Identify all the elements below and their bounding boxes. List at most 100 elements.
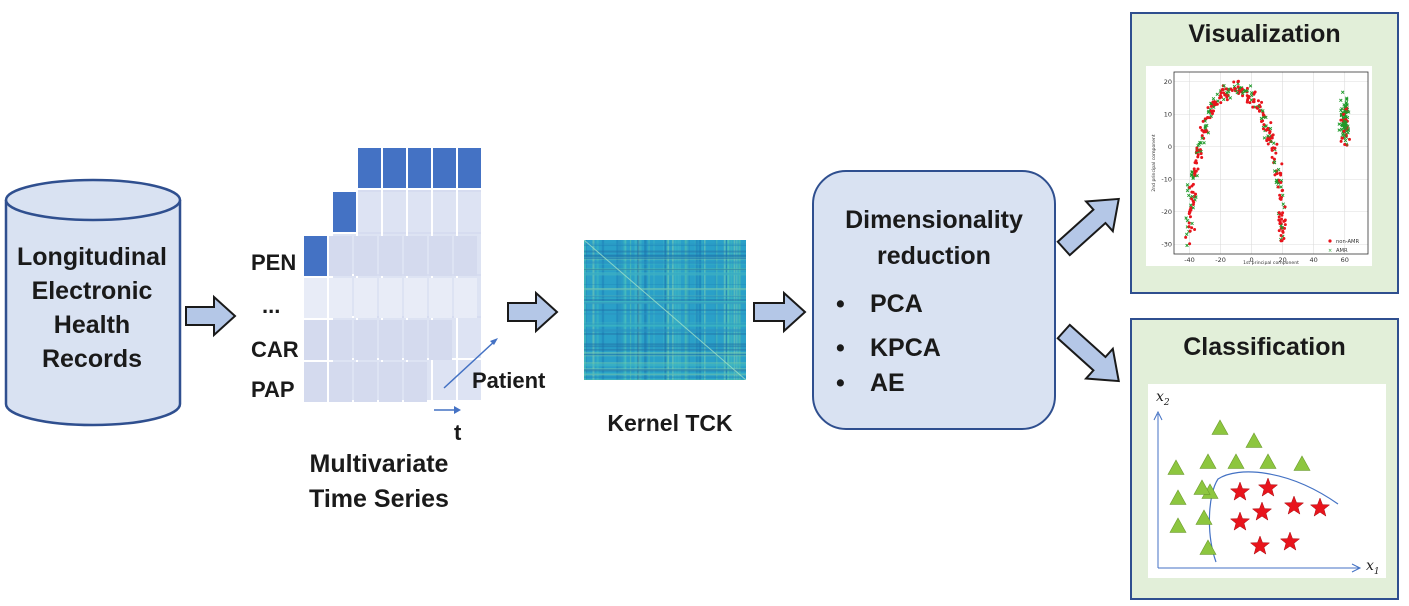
heatmap-stripe bbox=[584, 299, 746, 301]
scatter-point-non-amr bbox=[1270, 155, 1274, 159]
arrow-to-classification bbox=[1056, 323, 1120, 383]
grid-cell bbox=[354, 320, 377, 360]
heatmap-stripe bbox=[584, 369, 746, 372]
x-tick-label: 60 bbox=[1341, 256, 1349, 264]
scatter-point-amr bbox=[1206, 131, 1211, 135]
grid-cell bbox=[383, 192, 406, 232]
scatter-point-amr bbox=[1343, 104, 1347, 108]
scatter-point-amr bbox=[1222, 83, 1226, 88]
heatmap-stripe bbox=[584, 258, 746, 260]
scatter-point-amr bbox=[1185, 243, 1189, 248]
scatter-point-amr bbox=[1268, 126, 1273, 131]
method-label: PCA bbox=[870, 290, 923, 318]
grid-cell bbox=[454, 278, 477, 318]
heatmap-stripe bbox=[584, 333, 746, 335]
scatter-point-non-amr bbox=[1187, 225, 1191, 229]
grid-cell bbox=[408, 192, 431, 232]
scatter-point-non-amr bbox=[1277, 215, 1281, 219]
scatter-point-amr bbox=[1202, 141, 1206, 145]
heatmap-stripe bbox=[584, 272, 746, 275]
method-item-pca: • PCA bbox=[836, 290, 923, 319]
scatter-point-non-amr bbox=[1191, 182, 1195, 186]
arrow-to-visualization bbox=[1056, 197, 1120, 257]
scatter-point-non-amr bbox=[1277, 229, 1281, 233]
scatter-point-amr bbox=[1344, 96, 1349, 100]
grid-cell bbox=[354, 362, 377, 402]
heatmap-stripe bbox=[584, 243, 746, 245]
scatter-point-non-amr bbox=[1339, 139, 1343, 143]
scatter-point-non-amr bbox=[1279, 239, 1283, 243]
scatter-point-non-amr bbox=[1210, 112, 1214, 116]
grid-cell bbox=[304, 362, 327, 402]
legend-non-amr: non-AMR bbox=[1336, 239, 1360, 245]
scatter-point-amr bbox=[1344, 124, 1349, 128]
scatter-point-non-amr bbox=[1201, 119, 1205, 123]
scatter-point-non-amr bbox=[1279, 233, 1283, 237]
grid-cell bbox=[404, 236, 427, 276]
heatmap-stripe bbox=[584, 362, 746, 364]
scatter-point-non-amr bbox=[1245, 86, 1249, 90]
classification-plot: x2 x1 bbox=[1153, 389, 1380, 577]
grid-cell bbox=[433, 148, 456, 188]
scatter-point-non-amr bbox=[1283, 226, 1287, 230]
heatmap-stripe bbox=[584, 343, 746, 346]
scatter-point-non-amr bbox=[1280, 162, 1284, 166]
grid-cell bbox=[404, 278, 427, 318]
grid-cell bbox=[329, 362, 352, 402]
scatter-point-non-amr bbox=[1209, 109, 1213, 113]
heatmap-stripe bbox=[584, 261, 746, 264]
grid-cell bbox=[379, 236, 402, 276]
scatter-point-non-amr bbox=[1251, 100, 1255, 104]
grid-cell bbox=[354, 278, 377, 318]
grid-cell bbox=[429, 236, 452, 276]
scatter-point-amr bbox=[1199, 141, 1203, 145]
grid-cell bbox=[304, 278, 327, 318]
heatmap-stripe bbox=[584, 245, 746, 247]
scatter-point-amr bbox=[1200, 136, 1204, 140]
heatmap-stripe bbox=[584, 313, 746, 315]
scatter-point-amr bbox=[1195, 173, 1199, 178]
scatter-point-non-amr bbox=[1281, 211, 1285, 215]
y-tick-label: 0 bbox=[1168, 143, 1172, 151]
class-triangle bbox=[1169, 517, 1187, 533]
scatter-point-non-amr bbox=[1190, 197, 1194, 201]
flow-arrow-2 bbox=[507, 290, 559, 334]
x-axis-label: 1st principal component bbox=[1243, 260, 1299, 266]
heatmap-stripe bbox=[584, 254, 746, 257]
heatmap-stripe bbox=[584, 372, 746, 375]
scatter-point-amr bbox=[1228, 96, 1233, 100]
class-star bbox=[1257, 477, 1279, 497]
class-triangle bbox=[1227, 453, 1245, 469]
scatter-point-non-amr bbox=[1342, 112, 1346, 116]
ehr-label: Longitudinal Electronic Health Records bbox=[17, 243, 167, 373]
class-star bbox=[1251, 501, 1273, 521]
axis-arrows bbox=[434, 338, 498, 414]
scatter-point-non-amr bbox=[1194, 159, 1198, 163]
heatmap-stripe bbox=[584, 376, 746, 378]
scatter-point-amr bbox=[1191, 175, 1195, 179]
bullet-icon: • bbox=[836, 290, 845, 318]
scatter-point-non-amr bbox=[1278, 193, 1282, 197]
scatter-point-non-amr bbox=[1195, 146, 1199, 150]
scatter-point-amr bbox=[1345, 103, 1349, 107]
scatter-point-non-amr bbox=[1187, 212, 1191, 216]
scatter-point-non-amr bbox=[1262, 123, 1266, 127]
scatter-point-amr bbox=[1262, 136, 1267, 140]
scatter-point-amr bbox=[1337, 122, 1341, 126]
heatmap-stripe bbox=[584, 368, 746, 370]
scatter-point-non-amr bbox=[1248, 101, 1252, 105]
scatter-point-non-amr bbox=[1196, 155, 1200, 159]
scatter-point-non-amr bbox=[1257, 109, 1261, 113]
scatter-point-non-amr bbox=[1277, 218, 1281, 222]
scatter-point-non-amr bbox=[1269, 121, 1273, 125]
scatter-point-non-amr bbox=[1221, 87, 1225, 91]
classification-title: Classification bbox=[1183, 333, 1346, 361]
scatter-point-non-amr bbox=[1277, 211, 1281, 215]
scatter-point-non-amr bbox=[1233, 86, 1237, 90]
scatter-point-non-amr bbox=[1238, 89, 1242, 93]
scatter-point-amr bbox=[1344, 109, 1349, 114]
y-axis-label: 2nd principal component bbox=[1151, 134, 1157, 192]
scatter-point-amr bbox=[1261, 109, 1265, 113]
heatmap-stripe bbox=[584, 302, 746, 305]
method-item-kpca: •KPCA bbox=[836, 334, 941, 363]
